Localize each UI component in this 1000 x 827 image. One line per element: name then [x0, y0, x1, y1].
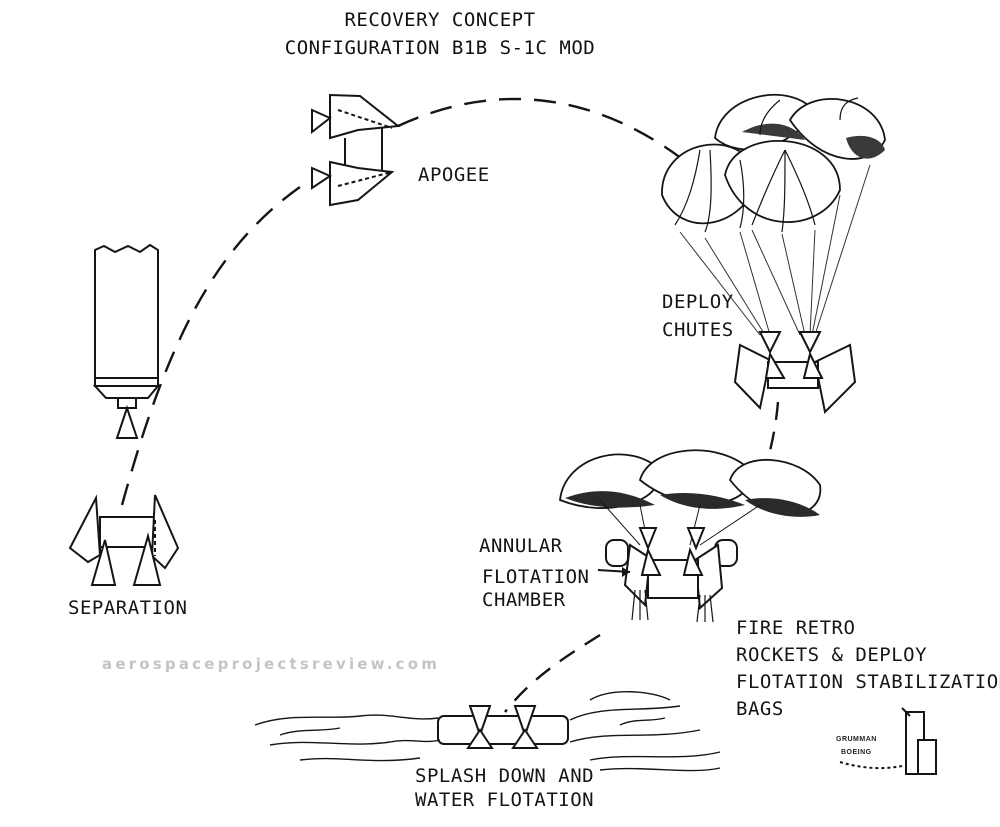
annular-label-1: ANNULAR — [479, 535, 563, 557]
s1c-stage-illustration — [92, 243, 161, 439]
fire-retro-label-1: FIRE RETRO — [736, 617, 856, 639]
watermark: aerospaceprojectsreview.com — [102, 655, 441, 673]
annular-label-2: FLOTATION — [482, 566, 590, 588]
trajectory-path-descent-2 — [504, 633, 601, 713]
title-line-1: RECOVERY CONCEPT — [344, 9, 536, 31]
trajectory-path — [120, 179, 311, 506]
deploy-chutes-label-1: DEPLOY — [662, 291, 734, 313]
parachute-cluster — [661, 93, 886, 336]
fire-retro-label-4: BAGS — [736, 698, 784, 720]
splash-down-label-2: WATER FLOTATION — [415, 789, 595, 811]
fire-retro-label-3: FLOTATION STABILIZATION — [736, 671, 1000, 693]
grumman-boeing-logo — [839, 707, 937, 775]
annular-vehicle-illustration — [605, 527, 738, 623]
fire-retro-label-2: ROCKETS & DEPLOY — [736, 644, 928, 666]
water-waves — [254, 691, 721, 772]
trajectory-path-apogee — [397, 97, 691, 166]
logo-grumman-text: GRUMMAN — [836, 736, 877, 743]
apogee-label: APOGEE — [418, 164, 490, 186]
splash-down-label-1: SPLASH DOWN AND — [415, 765, 595, 787]
title-line-2: CONFIGURATION B1B S-1C MOD — [284, 37, 596, 59]
splash-down-illustration — [437, 705, 569, 749]
deploy-vehicle-illustration — [733, 331, 857, 415]
deploy-chutes-label-2: CHUTES — [662, 319, 734, 341]
landing-parachutes — [559, 449, 822, 546]
separation-illustration — [68, 494, 180, 586]
apogee-illustration — [311, 93, 401, 207]
separation-label: SEPARATION — [68, 597, 188, 619]
annular-label-3: CHAMBER — [482, 589, 566, 611]
logo-boeing-text: BOEING — [841, 749, 872, 756]
